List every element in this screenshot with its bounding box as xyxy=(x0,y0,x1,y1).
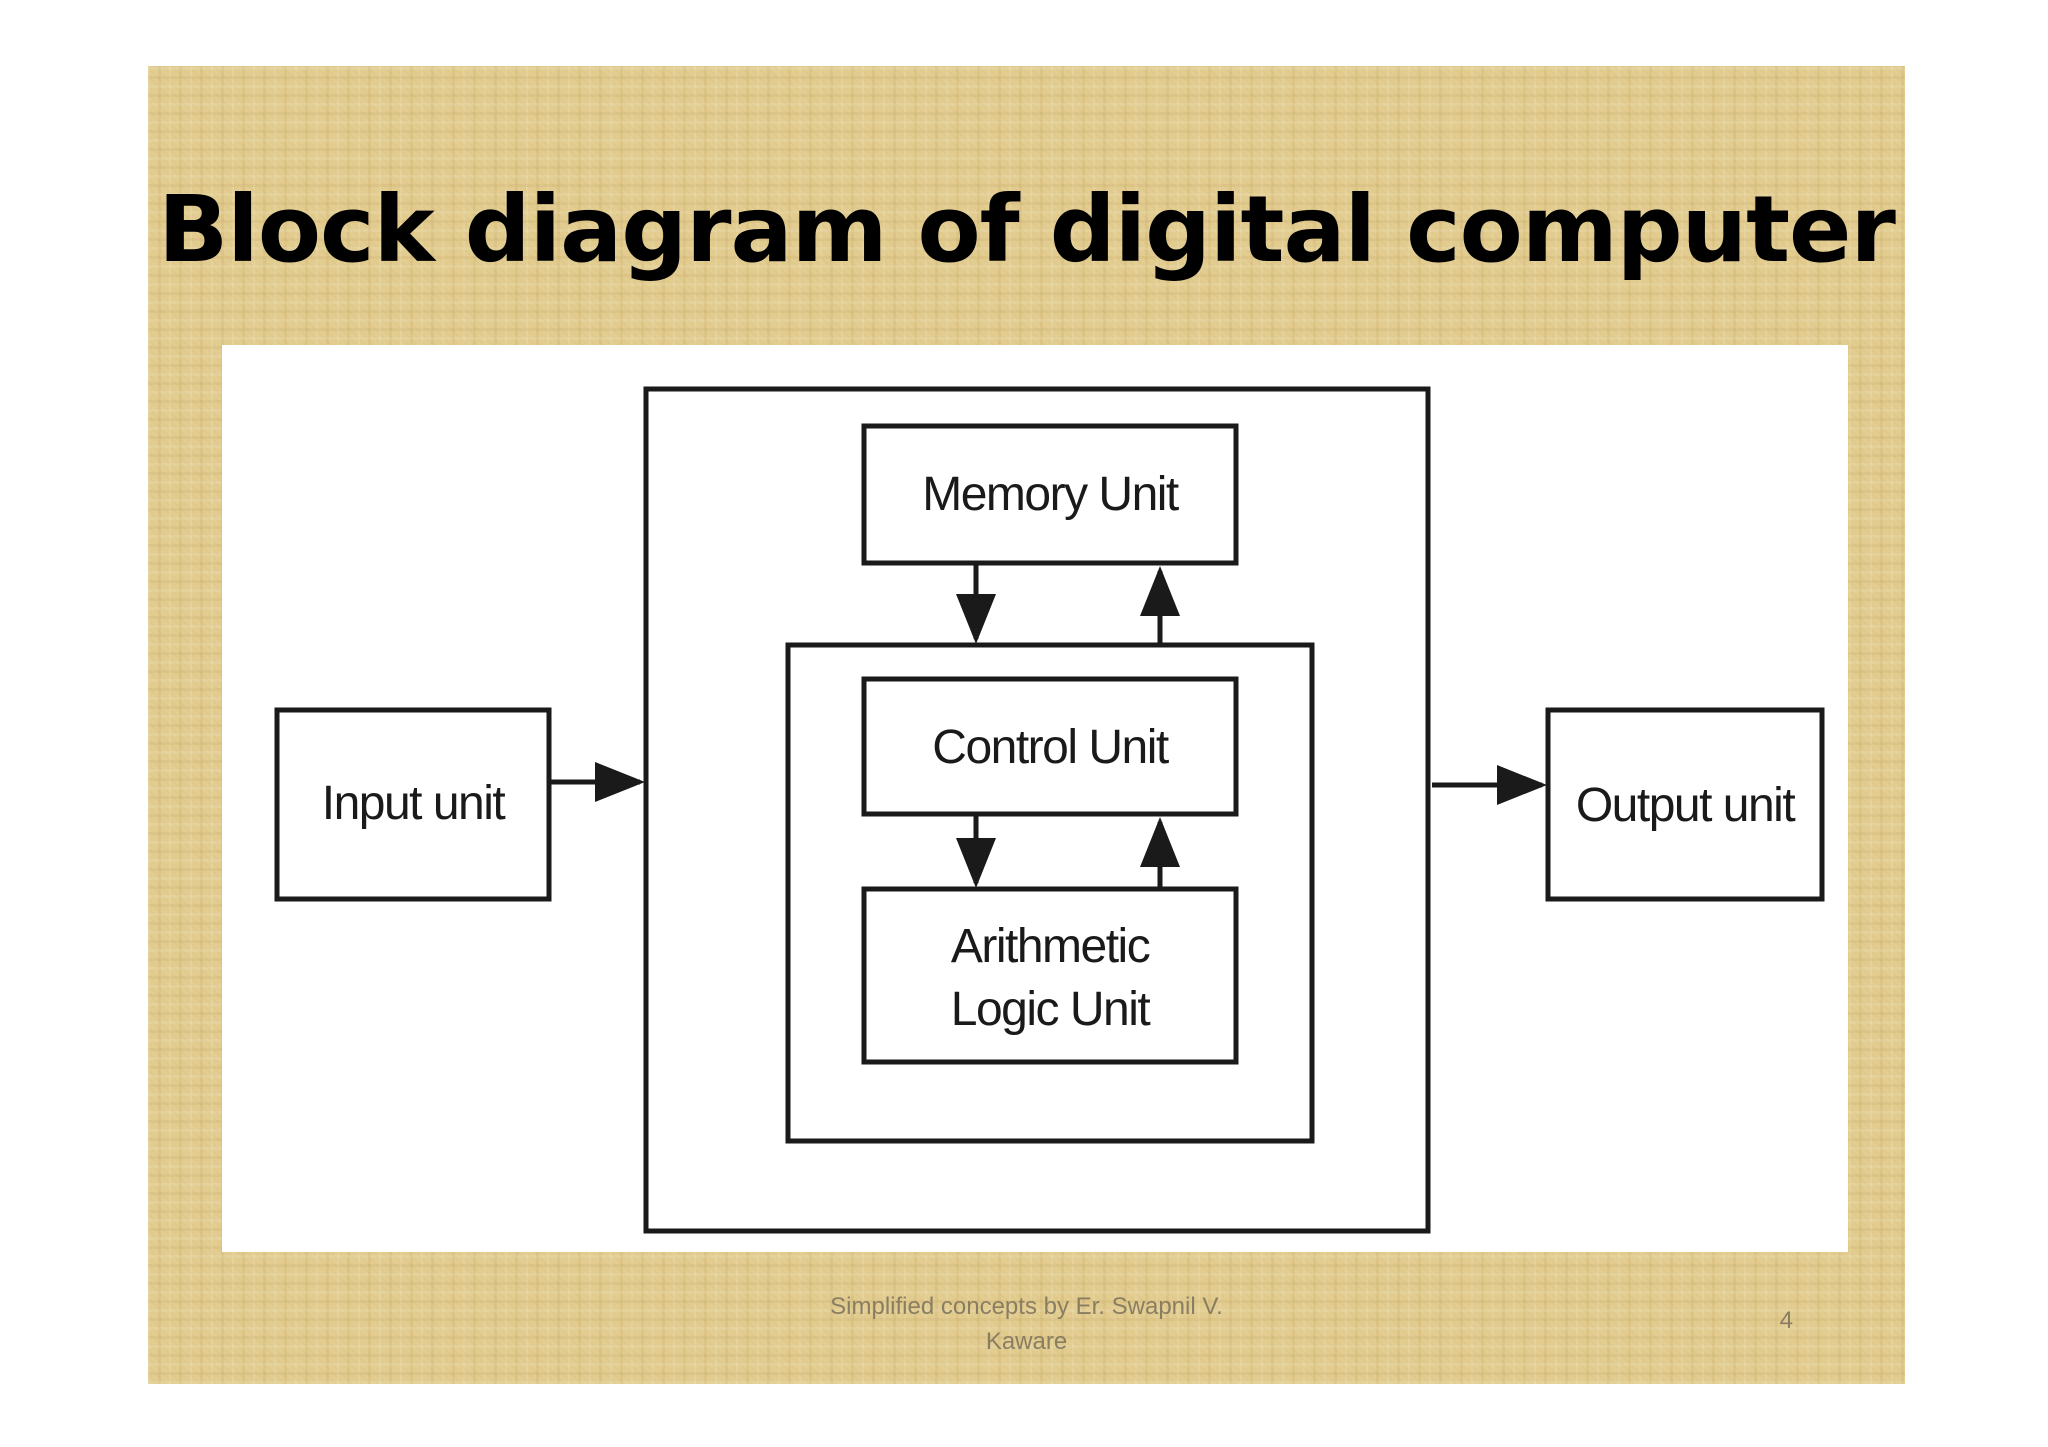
input-unit-box xyxy=(274,707,552,902)
block-diagram: Memory Unit Control Unit Arithmetic Logi… xyxy=(274,386,1825,1234)
footer-credit: Simplified concepts by Er. Swapnil V. Ka… xyxy=(148,1289,1905,1359)
slide: Block diagram of digital computer Memory… xyxy=(148,66,1905,1384)
footer-credit-text: Simplified concepts by Er. Swapnil V. Ka… xyxy=(830,1293,1223,1355)
control-unit-box xyxy=(861,676,1239,817)
memory-unit-label: Memory Unit xyxy=(922,468,1179,521)
output-unit-label: Output unit xyxy=(1576,779,1795,832)
slide-title: Block diagram of digital computer xyxy=(158,176,1896,283)
input-unit-label: Input unit xyxy=(322,777,506,830)
control-unit-label: Control Unit xyxy=(932,721,1169,774)
alu-label-line2: Logic Unit xyxy=(951,983,1151,1036)
diagram-panel: Memory Unit Control Unit Arithmetic Logi… xyxy=(222,345,1848,1252)
alu-label-line1: Arithmetic xyxy=(951,920,1150,973)
processor-inner-box xyxy=(785,642,1315,1144)
cpu-outer-box xyxy=(643,386,1431,1234)
memory-unit-box xyxy=(861,423,1239,566)
page-number: 4 xyxy=(1779,1307,1793,1334)
alu-box xyxy=(861,886,1239,1065)
output-unit-box xyxy=(1545,707,1825,902)
